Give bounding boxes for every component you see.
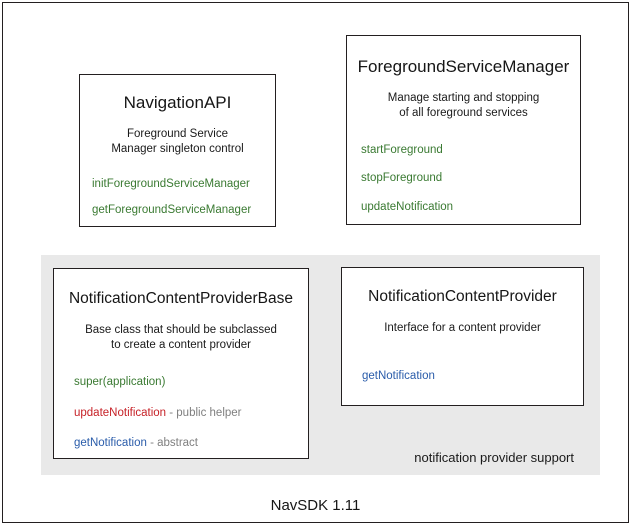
class-description-notification-content-provider-base: Base class that should be subclassed to … [54, 323, 308, 354]
class-description-notification-content-provider: Interface for a content provider [342, 321, 583, 337]
method-name: getNotification [74, 437, 147, 450]
method-name: updateNotification [361, 201, 454, 214]
method-item[interactable]: getForegroundServiceManager [92, 204, 275, 218]
class-description-line-1: Interface for a content provider [384, 321, 541, 334]
group-caption: notification provider support [414, 450, 574, 465]
class-description-line-1: Base class that should be subclassed [85, 323, 277, 336]
method-item[interactable]: startForeground [361, 144, 580, 158]
class-box-notification-content-provider[interactable]: NotificationContentProvider Interface fo… [341, 267, 584, 406]
method-name: getNotification [362, 370, 435, 383]
method-note: - public helper [166, 406, 242, 419]
method-item[interactable]: updateNotification - public helper [74, 407, 308, 421]
method-item[interactable]: super(application) [74, 376, 308, 390]
class-title-notification-content-provider-base: NotificationContentProviderBase [68, 290, 293, 307]
method-list-foreground-service-manager: startForeground stopForeground updateNot… [361, 144, 580, 215]
method-name: stopForeground [361, 172, 443, 185]
class-description-foreground-service-manager: Manage starting and stopping of all fore… [347, 91, 580, 122]
method-item[interactable]: getNotification [362, 370, 583, 384]
method-name: super(application) [74, 375, 166, 388]
method-item[interactable]: stopForeground [361, 172, 580, 186]
class-description-line-2: of all foreground services [399, 107, 528, 120]
method-list-navigation-api: initForegroundServiceManager getForegrou… [92, 178, 275, 219]
page-frame: notification provider support Navigation… [2, 2, 629, 523]
method-item[interactable]: initForegroundServiceManager [92, 178, 275, 192]
class-box-navigation-api[interactable]: NavigationAPI Foreground Service Manager… [79, 74, 276, 227]
class-description-line-1: Manage starting and stopping [387, 91, 540, 104]
class-title-navigation-api: NavigationAPI [123, 93, 232, 112]
method-name: startForeground [361, 143, 443, 156]
class-title-foreground-service-manager: ForegroundServiceManager [357, 57, 570, 76]
method-name: updateNotification [74, 406, 167, 419]
class-description-navigation-api: Foreground Service Manager singleton con… [80, 127, 275, 158]
method-item[interactable]: getNotification - abstract [74, 437, 308, 451]
class-box-notification-content-provider-base[interactable]: NotificationContentProviderBase Base cla… [53, 268, 309, 459]
class-box-foreground-service-manager[interactable]: ForegroundServiceManager Manage starting… [346, 35, 581, 225]
class-description-line-2: Manager singleton control [111, 143, 244, 156]
footer-version-label: NavSDK 1.11 [270, 497, 361, 514]
class-title-notification-content-provider: NotificationContentProvider [368, 288, 557, 305]
method-note: - abstract [146, 437, 199, 450]
method-name: getForegroundServiceManager [92, 204, 252, 217]
method-name: initForegroundServiceManager [92, 177, 250, 190]
method-list-notification-content-provider-base: super(application) updateNotification - … [74, 376, 308, 451]
class-description-line-1: Foreground Service [127, 127, 228, 140]
class-description-line-2: to create a content provider [111, 339, 251, 352]
method-item[interactable]: updateNotification [361, 201, 580, 215]
method-list-notification-content-provider: getNotification [362, 370, 583, 384]
